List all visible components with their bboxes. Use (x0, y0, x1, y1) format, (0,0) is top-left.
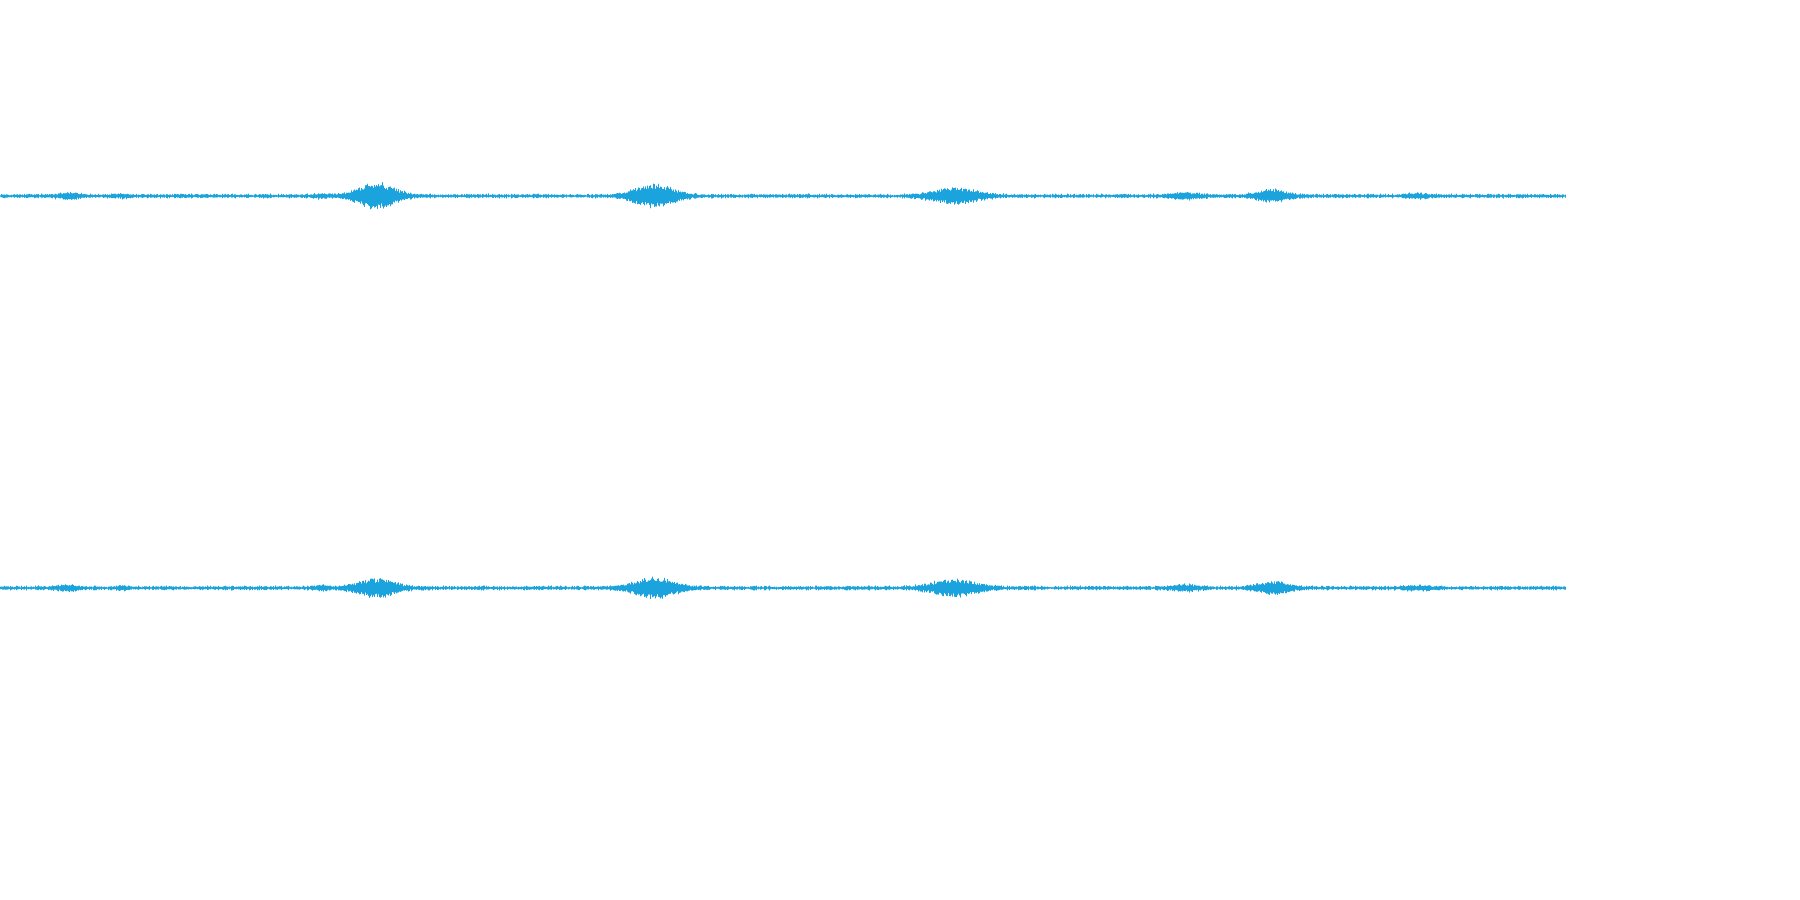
waveform-trace (0, 576, 1566, 600)
channel-1-waveform (0, 182, 1566, 210)
waveform-trace (0, 182, 1566, 210)
channel-2-waveform (0, 576, 1566, 600)
